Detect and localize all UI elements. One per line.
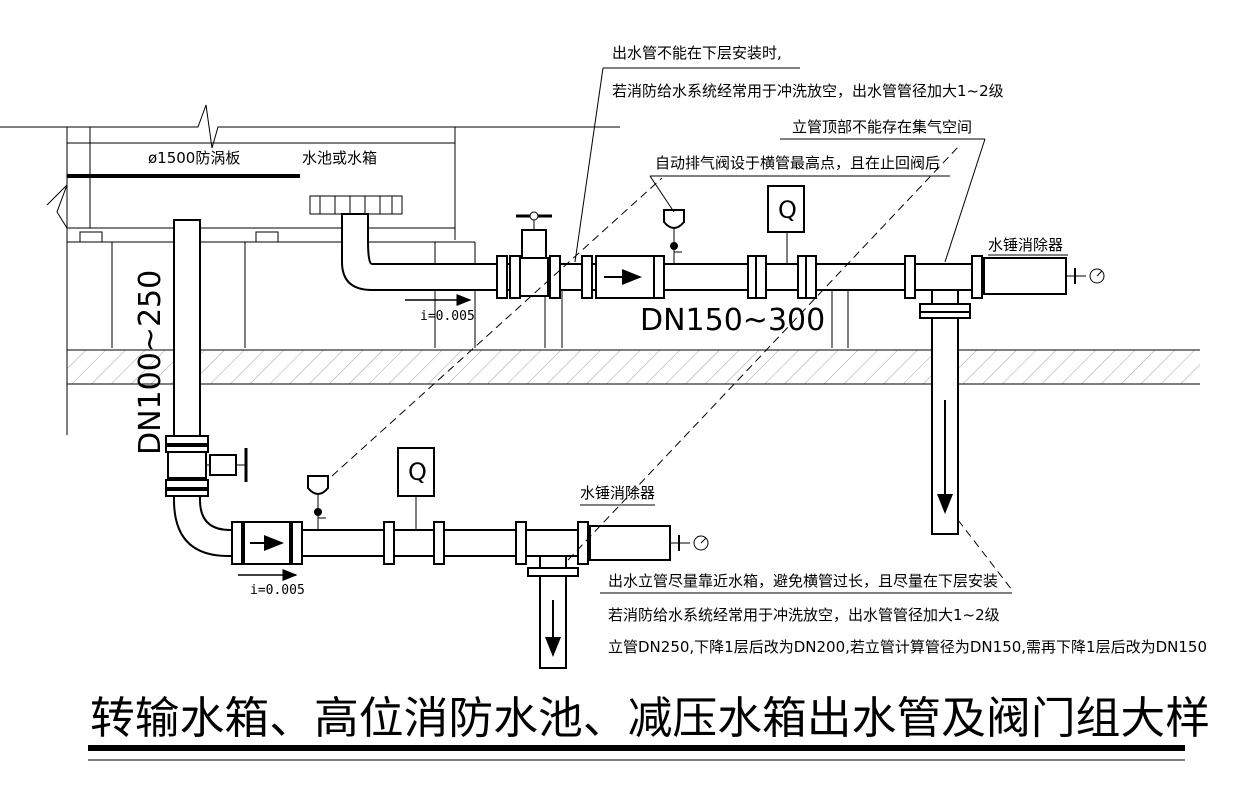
note-riser-top: 立管顶部不能存在集气空间 <box>792 118 972 136</box>
title-block: 转输水箱、高位消防水池、减压水箱出水管及阀门组大样 <box>88 693 1210 761</box>
label-dn-horizontal: DN150~300 <box>640 303 825 338</box>
flange <box>165 479 209 489</box>
upper-pipe-assembly <box>341 185 1105 535</box>
flange <box>919 303 971 313</box>
note-air-valve: 自动排气阀设于横管最高点，且在止回阀后 <box>655 154 940 172</box>
flow-meter-box <box>397 447 435 497</box>
flange <box>581 255 593 299</box>
leader-lines <box>331 67 1068 594</box>
flange <box>496 255 508 299</box>
note-bottom-line3: 立管DN250,下降1层后改为DN200,若立管计算管径为DN150,需再下降1… <box>608 638 1207 656</box>
flange <box>383 521 395 565</box>
flow-meter-lower-label: Q <box>408 458 427 486</box>
flange <box>755 255 767 299</box>
flange <box>805 255 817 299</box>
air-release-valve <box>663 209 685 229</box>
flange <box>165 435 209 445</box>
flange <box>653 255 665 299</box>
drawing-title: 转输水箱、高位消防水池、减压水箱出水管及阀门组大样 <box>90 693 1210 744</box>
label-slope-lower: i=0.005 <box>250 583 305 598</box>
floor-slab <box>67 349 1200 385</box>
flange <box>577 521 589 565</box>
flange <box>549 255 561 299</box>
flange <box>527 567 579 577</box>
water-hammer-arrester <box>589 525 671 561</box>
label-hammer-upper: 水锤消除器 <box>988 236 1063 254</box>
flange <box>165 489 209 497</box>
label-tank: 水池或水箱 <box>302 149 377 167</box>
note-top-line2: 若消防给水系统经常用于冲洗放空，出水管管径加大1~2级 <box>612 82 1004 100</box>
note-top-line1: 出水管不能在下层安装时, <box>612 44 782 62</box>
flange <box>509 255 521 299</box>
annotations: 出水管不能在下层安装时, 若消防给水系统经常用于冲洗放空，出水管管径加大1~2级… <box>133 44 1207 656</box>
flow-meter-upper-label: Q <box>778 196 797 224</box>
flange <box>904 255 916 299</box>
flange <box>919 311 971 319</box>
air-release-valve <box>307 475 329 495</box>
note-bottom-line2: 若消防给水系统经常用于冲洗放空，出水管管径加大1~2级 <box>608 606 1000 624</box>
lower-pipe-assembly <box>165 219 709 669</box>
gate-valve <box>519 257 549 297</box>
flow-meter-box <box>767 185 805 233</box>
label-hammer-lower: 水锤消除器 <box>580 484 655 502</box>
note-bottom-line1: 出水立管尽量靠近水箱，避免横管过长，且尽量在下层安装 <box>608 572 998 590</box>
label-vortex-plate: ø1500防涡板 <box>148 149 240 167</box>
flange <box>231 521 243 565</box>
flange <box>515 521 527 565</box>
flange <box>433 521 445 565</box>
vortex-plate <box>309 195 403 215</box>
tank-structure <box>0 104 849 435</box>
water-hammer-arrester <box>983 257 1067 295</box>
label-dn-vertical: DN100~250 <box>133 270 168 455</box>
label-slope-upper: i=0.005 <box>420 309 475 324</box>
flange <box>291 521 303 565</box>
flange <box>971 255 983 299</box>
gate-valve <box>167 451 207 479</box>
